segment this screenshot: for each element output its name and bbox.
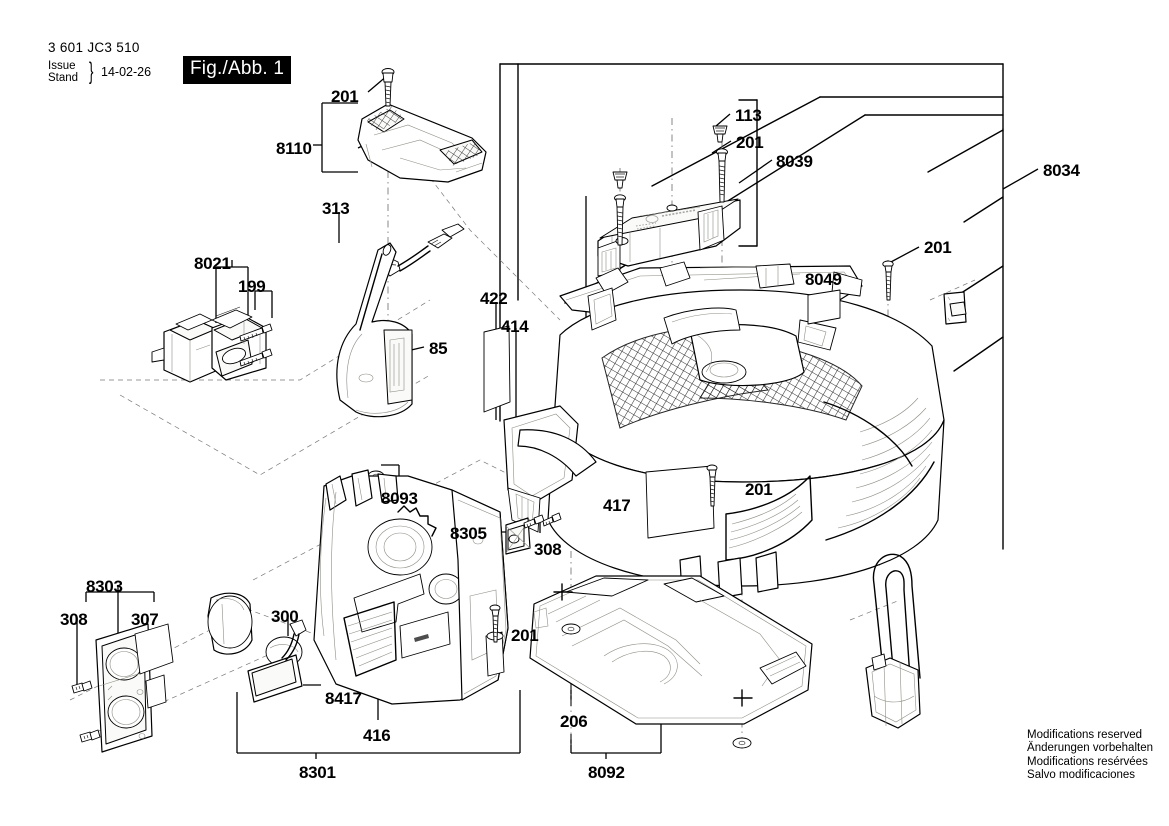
notice-line-fr: Modifications resérvées [1027,755,1148,768]
issue-stand-labels: Issue Stand [48,60,90,84]
callout-201-15: 201 [745,480,773,499]
part-300-cap [207,592,253,655]
screw-201-front [489,604,501,643]
part-422-plate [483,325,511,413]
callout-414-7: 414 [501,317,529,336]
callout-8092-28: 8092 [588,763,625,782]
part-8021-switch [151,306,273,383]
callout-201-9: 201 [736,133,764,152]
screw-113-left [612,171,628,189]
callout-201-23: 201 [511,626,539,645]
callout-113-8: 113 [735,106,762,125]
callout-201-12: 201 [924,238,952,257]
brace-glyph: } [89,58,94,85]
notice-line-es: Salvo modificaciones [1027,768,1136,781]
screw-201-rail-left [614,194,626,246]
callout-8039-10: 8039 [776,152,813,171]
notice-line-en: Modifications reserved [1027,729,1143,741]
part-416-front-housing [313,469,509,705]
screw-199-b [239,348,273,367]
part-8305-bracket [505,517,531,555]
callout-8034-11: 8034 [1043,161,1080,180]
callout-8417-24: 8417 [325,689,362,708]
group-bracket-8034 [499,63,1004,550]
part-8303-frame [71,623,174,753]
callout-206-26: 206 [560,712,588,731]
screw-201-right [882,260,894,301]
callout-308-20: 308 [60,610,88,629]
part-8417-pad [247,619,307,703]
callout-8305-17: 8305 [450,524,487,543]
screw-201-top [381,68,395,107]
callout-307-21: 307 [131,610,159,629]
part-8039-rail [597,125,741,277]
callout-416-25: 416 [363,726,391,745]
callout-8093-16: 8093 [381,489,418,508]
callout-8301-27: 8301 [299,763,336,782]
callout-85-5: 85 [429,339,448,358]
callout-313-2: 313 [322,199,350,218]
callout-8303-19: 8303 [86,577,123,596]
screw-308-upper [71,680,93,694]
screw-201-rail [716,148,728,203]
callout-8110-1: 8110 [276,139,312,158]
callout-417-14: 417 [603,496,631,515]
part-right-hook [865,553,921,729]
modifications-notice: Modifications reserved Änderungen vorbeh… [1027,729,1153,782]
part-right-clip [943,291,967,325]
part-number: 3 601 JC3 510 [48,40,140,55]
screw-308-b [542,512,562,527]
callout-8049-13: 8049 [805,270,842,289]
part-8110-handle [357,68,487,183]
part-8092-base [529,575,813,749]
callout-8021-3: 8021 [194,254,231,273]
callout-422-6: 422 [480,289,508,308]
header-block: 3 601 JC3 510 Issue Stand } 14-02-26 Fig… [48,40,368,100]
stand-label: Stand [48,71,79,84]
callout-199-4: 199 [238,277,266,296]
part-8049-plate [807,289,841,325]
screw-113-top [712,125,728,143]
callout-201-0: 201 [331,87,359,106]
screw-308-lower [79,729,101,743]
part-85-lever [336,242,413,418]
screw-199-a [239,323,273,342]
callout-300-22: 300 [271,607,299,626]
issue-label: Issue [48,60,76,72]
notice-line-de: Änderungen vorbehalten [1027,742,1153,755]
issue-date: 14-02-26 [101,65,152,79]
screw-201-body [706,464,718,507]
main-housing-8034 [503,287,945,599]
figure-badge: Fig./Abb. 1 [183,56,292,84]
callout-308-18: 308 [534,540,562,559]
